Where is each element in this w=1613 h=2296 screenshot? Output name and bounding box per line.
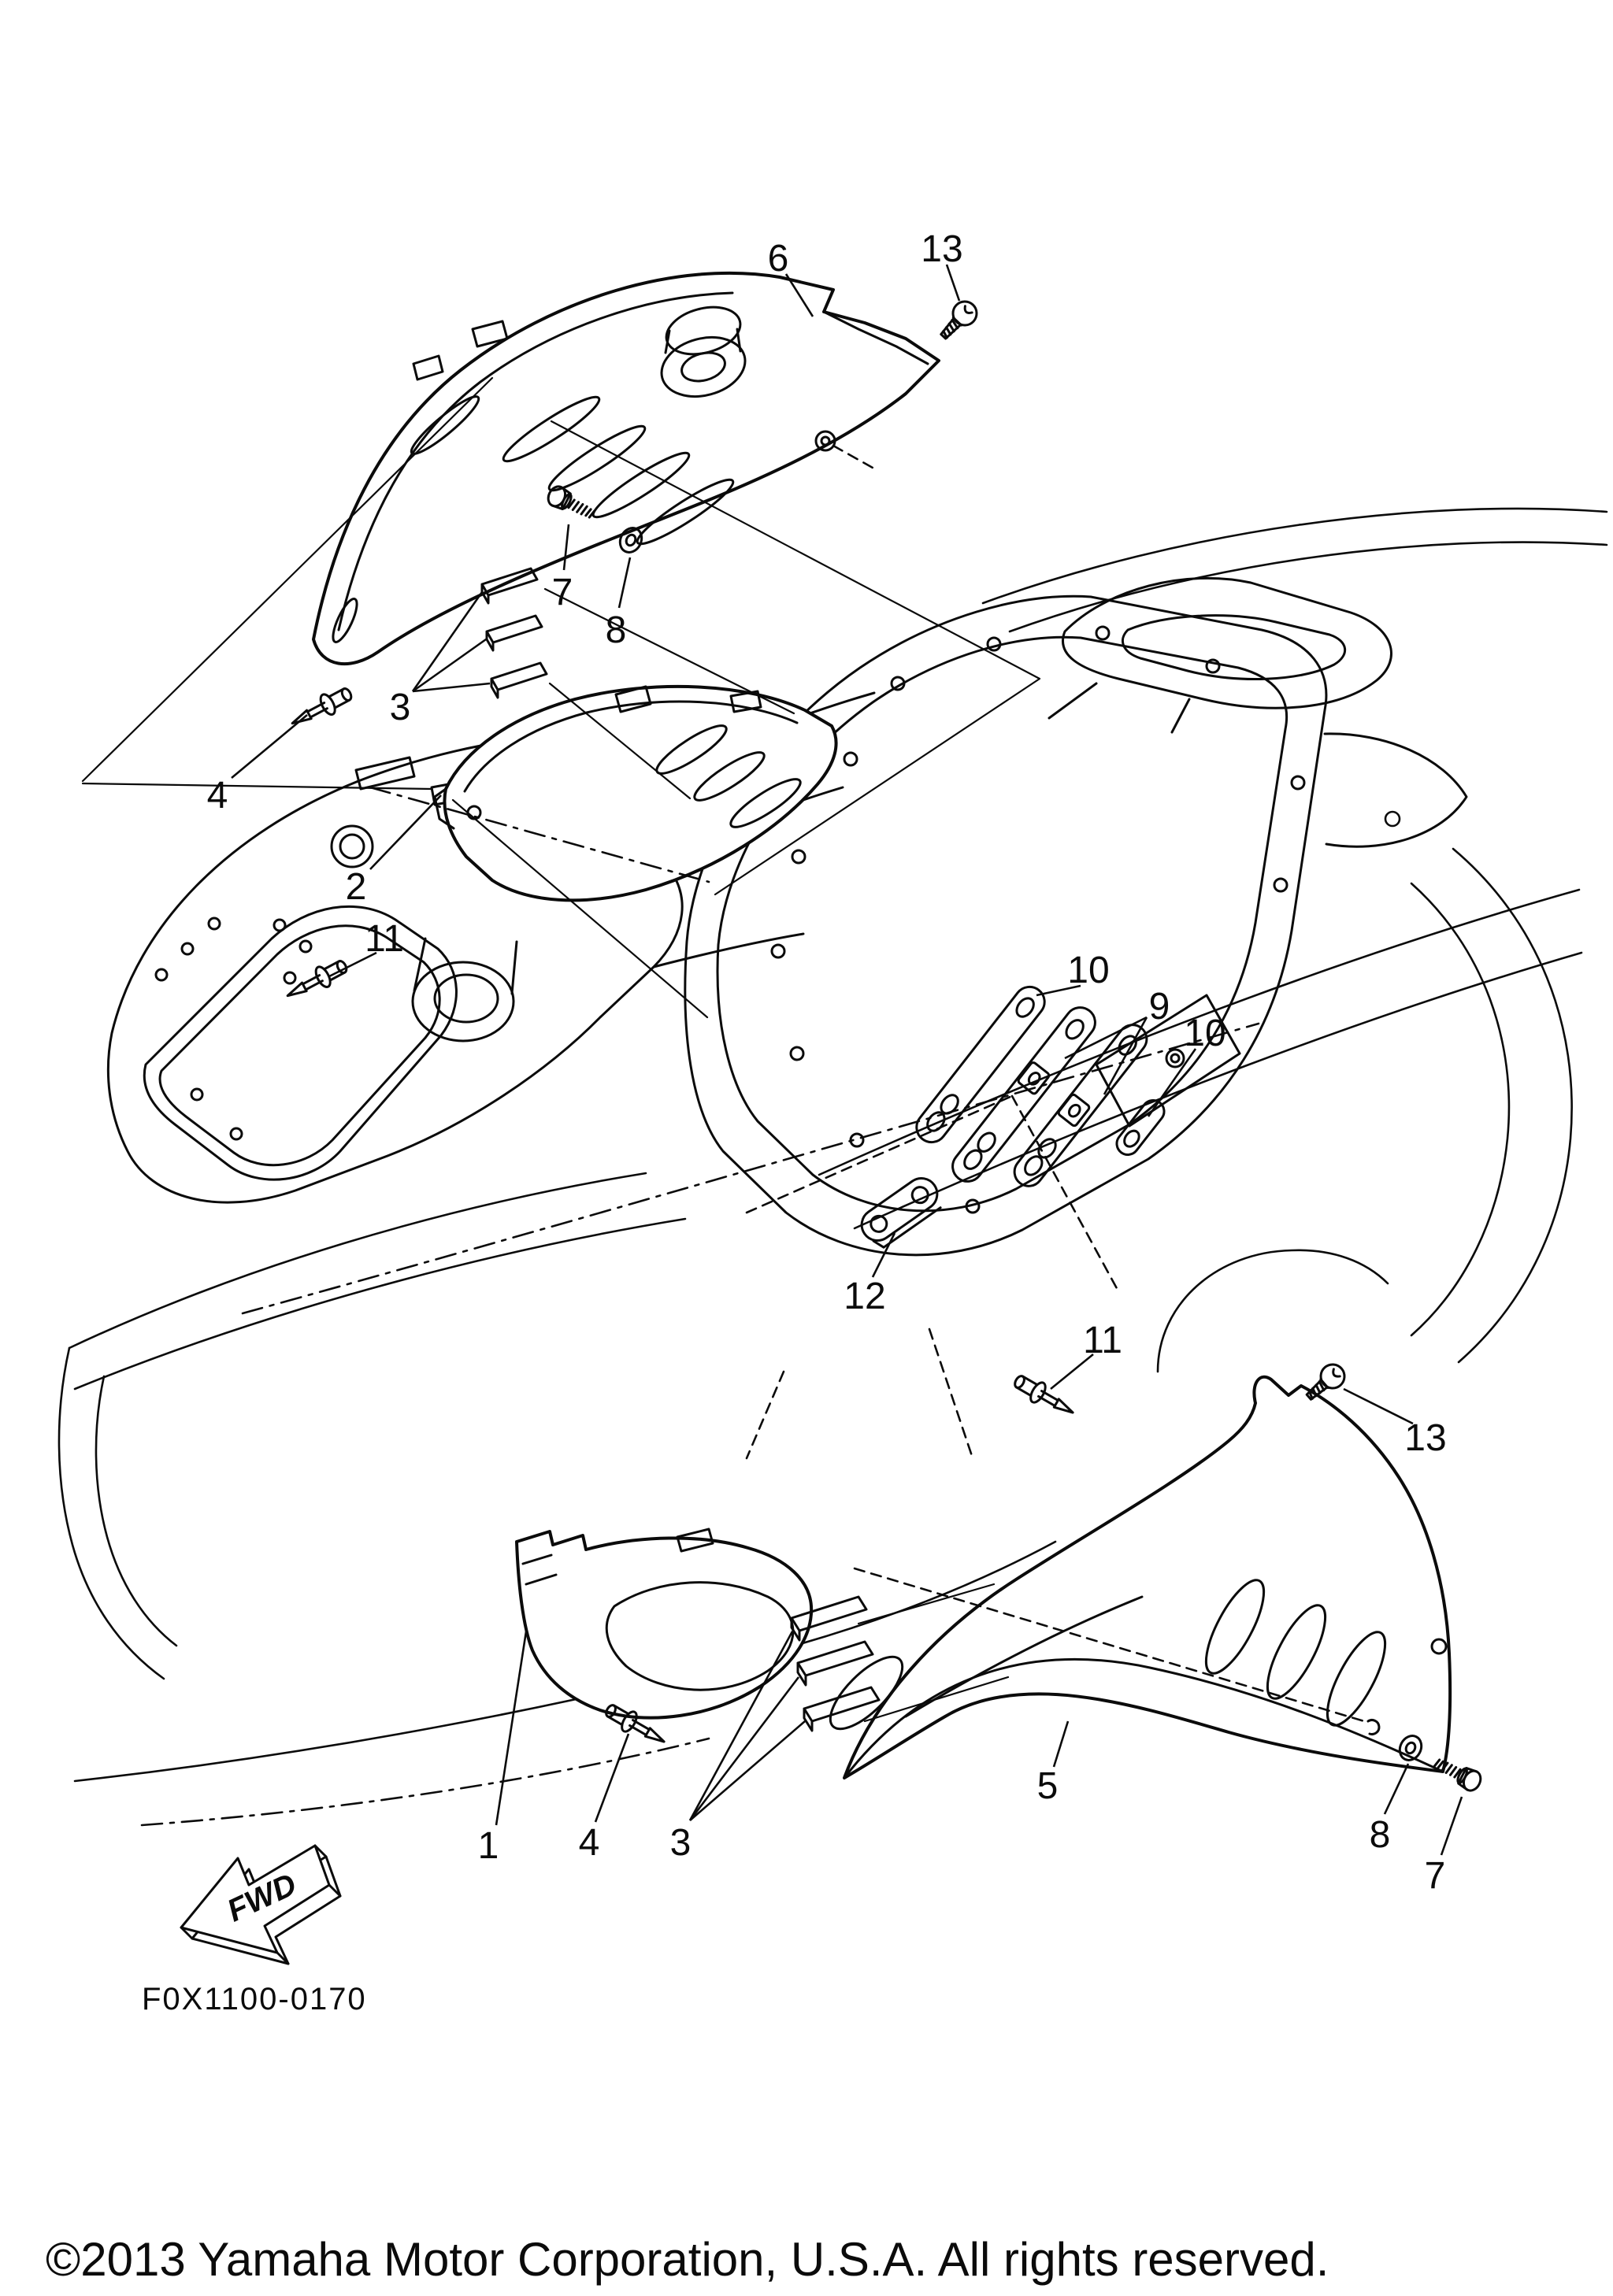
leader-line-11-lower [1050, 1353, 1094, 1391]
leader-line-8-upper [617, 557, 632, 609]
leader-line-1 [495, 1631, 528, 1826]
leader-line-3-lower [688, 1676, 800, 1821]
screw-13-upper [933, 295, 983, 346]
leader-line-7-lower [1440, 1796, 1463, 1856]
callout-label-9: 9 [1149, 986, 1170, 1028]
leader-line-5 [1052, 1720, 1070, 1768]
callout-label-6: 6 [768, 238, 789, 280]
fwd-arrow-icon: FWD [180, 1844, 342, 1965]
callout-label-13-upper: 13 [921, 228, 962, 270]
leader-line-10-b [1147, 1048, 1197, 1117]
part-1-lower-cover [515, 1528, 814, 1720]
callout-label-2: 2 [346, 866, 367, 908]
callout-label-11-lower: 11 [1083, 1320, 1122, 1361]
leader-line-3-upper [411, 591, 484, 692]
leader-line-8-lower [1383, 1763, 1410, 1815]
leader-line-11-upper [328, 951, 377, 978]
leader-line-4-lower [594, 1733, 630, 1823]
leader-line-12 [871, 1232, 896, 1278]
callout-label-13-lower: 13 [1404, 1417, 1446, 1459]
leader-line-7-upper [562, 524, 570, 571]
leader-line-9 [1064, 1016, 1148, 1060]
callout-label-8-upper: 8 [606, 609, 627, 651]
callout-label-4-upper: 4 [207, 775, 228, 817]
callout-label-5: 5 [1037, 1765, 1059, 1807]
pads-3-lower [790, 1595, 881, 1732]
leader-line-3-upper [412, 682, 491, 693]
callout-label-10-a: 10 [1067, 950, 1109, 991]
part-12-handle [860, 1176, 942, 1249]
leader-line-2 [369, 794, 442, 870]
leader-line-3-lower [689, 1720, 806, 1821]
callout-label-12: 12 [844, 1276, 885, 1317]
pads-3-upper [480, 567, 548, 699]
rear-deck-ring [684, 594, 1468, 1257]
part-5-side-cover [829, 1375, 1452, 1779]
grab-handle [1048, 576, 1392, 734]
leader-line-10-a [1036, 984, 1081, 997]
callout-label-3-upper: 3 [390, 687, 411, 728]
rivet-11-lower [1009, 1368, 1080, 1424]
leader-line-4-upper [231, 714, 308, 779]
callout-label-10-b: 10 [1184, 1013, 1226, 1054]
rivet-11-upper [281, 954, 352, 1007]
part-6-upper-cover [312, 271, 940, 665]
diagram-code: F0X1100-0170 [142, 1982, 367, 2016]
leader-line-13-upper [945, 264, 961, 302]
rivet-4-upper [286, 681, 357, 735]
copyright-line: ©2013 Yamaha Motor Corporation, U.S.A. A… [46, 2233, 1329, 2286]
callout-label-7-lower: 7 [1425, 1855, 1446, 1897]
hidden-dashed-lines [140, 444, 1366, 1827]
callout-label-1: 1 [478, 1825, 499, 1867]
callout-label-3-lower: 3 [670, 1822, 692, 1864]
leader-line-13-lower [1343, 1387, 1414, 1425]
strap-parts-9-10 [915, 985, 1166, 1187]
callout-label-8-lower: 8 [1370, 1814, 1391, 1856]
leader-line-3-upper [412, 638, 487, 693]
callout-label-7-upper: 7 [552, 572, 573, 613]
leader-line-9 [1103, 1017, 1148, 1095]
leader-line-3-lower [688, 1631, 794, 1821]
leader-line-6 [784, 273, 814, 317]
bolt-7-lower [1430, 1752, 1485, 1795]
callout-label-11-upper: 11 [365, 918, 404, 960]
part-2-mid-cover [433, 684, 838, 902]
callout-label-4-lower: 4 [579, 1822, 600, 1864]
